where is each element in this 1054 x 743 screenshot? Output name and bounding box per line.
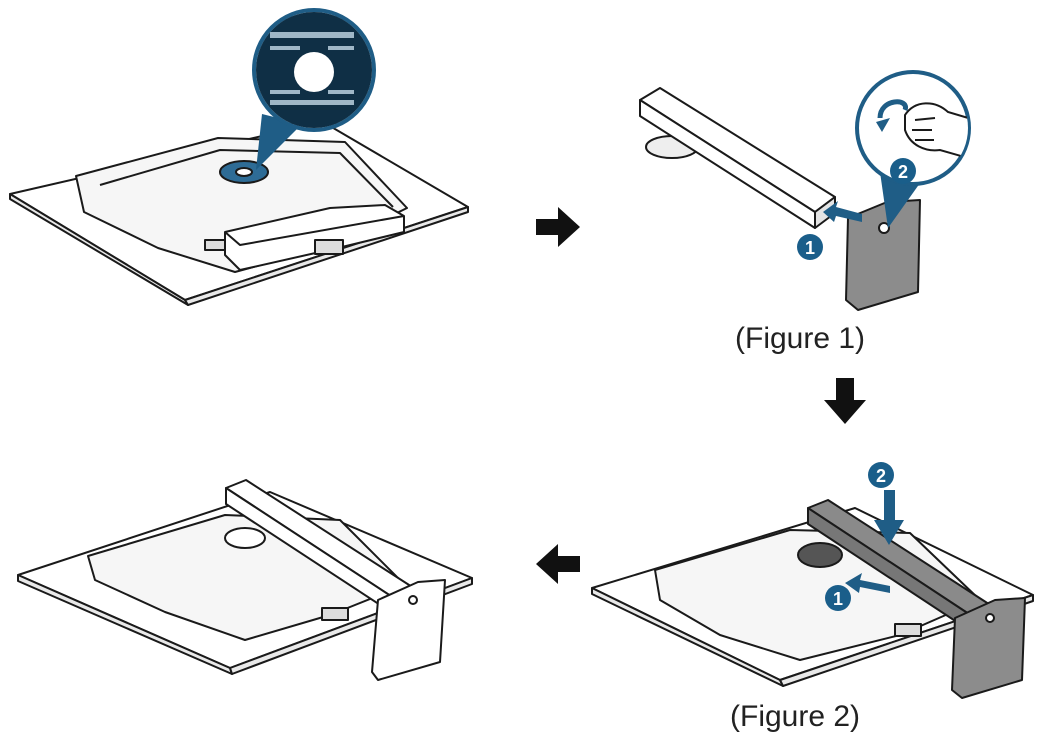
step-1-badge-figure-1: 1: [797, 234, 823, 260]
svg-text:1: 1: [805, 238, 815, 258]
figure-2-caption: (Figure 2): [730, 700, 861, 733]
label-zoom-circle: [252, 8, 376, 132]
svg-text:2: 2: [876, 466, 886, 486]
insert-arrow: [823, 201, 862, 222]
stand-assembled: [225, 479, 446, 681]
next-step-arrow-left: [536, 544, 580, 584]
slide-arrow: [845, 573, 890, 593]
step-1-badge-figure-2: 1: [825, 585, 851, 611]
step-2-badge-figure-1: 2: [890, 158, 916, 184]
step-2-badge-figure-2: 2: [868, 462, 894, 488]
figure-1-caption: (Figure 1): [735, 322, 866, 355]
stand-arm-figure-1: [639, 87, 836, 229]
svg-text:1: 1: [833, 589, 843, 609]
stand-arm-figure-2: [807, 499, 1026, 699]
next-step-arrow-down: [824, 378, 866, 424]
press-down-arrow: [874, 490, 904, 545]
zoom-callout-cone: [256, 114, 302, 170]
monitor-face-down-panel-1: [9, 121, 469, 306]
next-step-arrow-right: [536, 207, 580, 247]
svg-text:2: 2: [898, 162, 908, 182]
hand-tighten-zoom-circle: [855, 70, 971, 186]
hand-callout-cone: [880, 172, 925, 228]
